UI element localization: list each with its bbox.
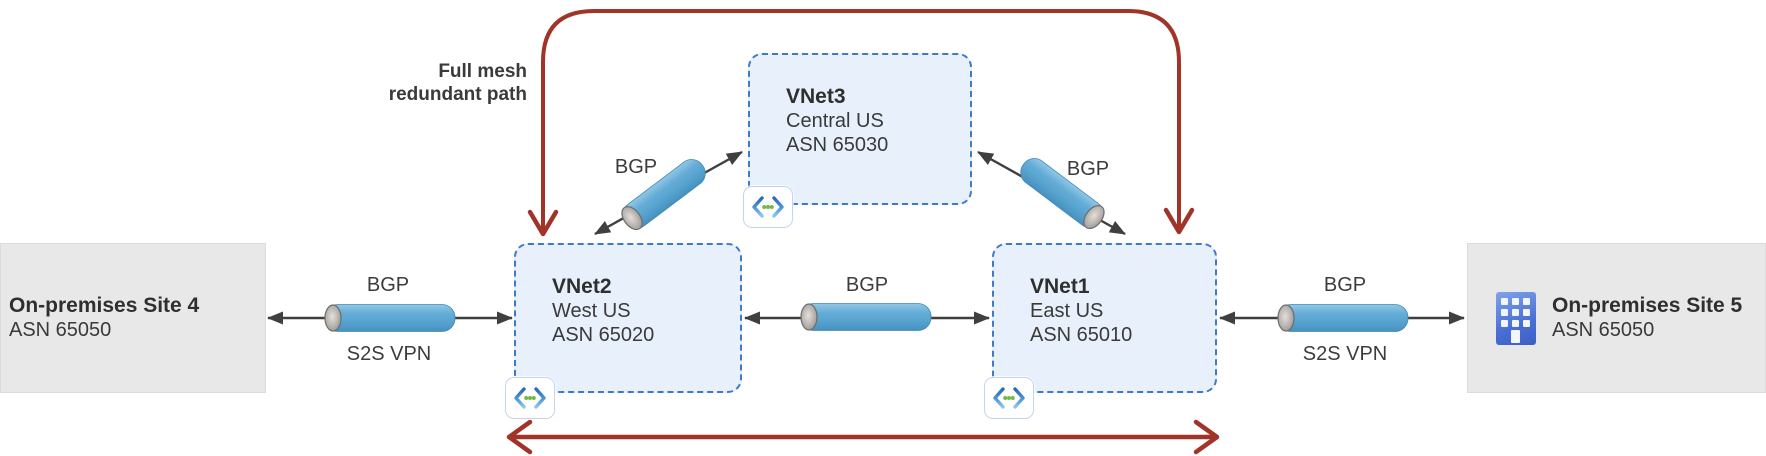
site4-box: On-premises Site 4 ASN 65050 xyxy=(0,243,266,393)
vnet2-name: VNet2 xyxy=(552,275,612,298)
vpn-tunnel-site5 xyxy=(1277,304,1409,332)
virtual-network-icon xyxy=(743,186,793,228)
s2s-vpn-label-site5-link: S2S VPN xyxy=(1302,343,1388,365)
bgp-label-vnet3-vnet1-link: BGP xyxy=(1066,158,1110,180)
vpn-tunnel-center xyxy=(800,303,932,331)
bgp-label-site5-link: BGP xyxy=(1323,274,1367,296)
vnet1-region: East US xyxy=(1030,300,1104,322)
s2s-vpn-label-site4-link: S2S VPN xyxy=(346,343,432,365)
vnet2-region: West US xyxy=(552,300,631,322)
bgp-label-site4-link: BGP xyxy=(366,274,410,296)
full-mesh-annotation: Full mesh redundant path xyxy=(377,60,527,106)
vpn-tunnel-vnet2-vnet3 xyxy=(621,159,706,231)
vnet1-asn: ASN 65010 xyxy=(1030,323,1133,346)
site5-title: On-premises Site 5 xyxy=(1552,294,1743,317)
vnet3-region: Central US xyxy=(786,110,884,132)
vnet3-asn: ASN 65030 xyxy=(786,133,889,156)
annotation-line1: Full mesh xyxy=(438,61,527,82)
annotation-line2: redundant path xyxy=(388,84,527,105)
vnet2-box: VNet2 West US ASN 65020 xyxy=(514,243,742,393)
bgp-label-vnet2-vnet3-link: BGP xyxy=(614,156,658,178)
vnet2-asn: ASN 65020 xyxy=(552,323,655,346)
vnet1-name: VNet1 xyxy=(1030,275,1090,298)
site5-box: On-premises Site 5 ASN 65050 xyxy=(1467,243,1766,393)
building-icon xyxy=(1496,291,1536,345)
vpn-tunnel-vnet3-vnet1 xyxy=(1020,158,1105,230)
site5-asn: ASN 65050 xyxy=(1552,319,1655,341)
bgp-label-vnet2-vnet1-link: BGP xyxy=(845,274,889,296)
site4-title: On-premises Site 4 xyxy=(9,294,200,317)
redundant-path-bottom xyxy=(506,419,1220,455)
virtual-network-icon xyxy=(984,377,1034,419)
vnet3-box: VNet3 Central US ASN 65030 xyxy=(748,53,972,205)
vpn-tunnel-site4 xyxy=(324,304,456,332)
site4-asn: ASN 65050 xyxy=(9,319,112,341)
vnet1-box: VNet1 East US ASN 65010 xyxy=(992,243,1217,393)
vnet3-name: VNet3 xyxy=(786,85,846,108)
redundant-path-top xyxy=(527,9,1195,237)
virtual-network-icon xyxy=(505,377,555,419)
